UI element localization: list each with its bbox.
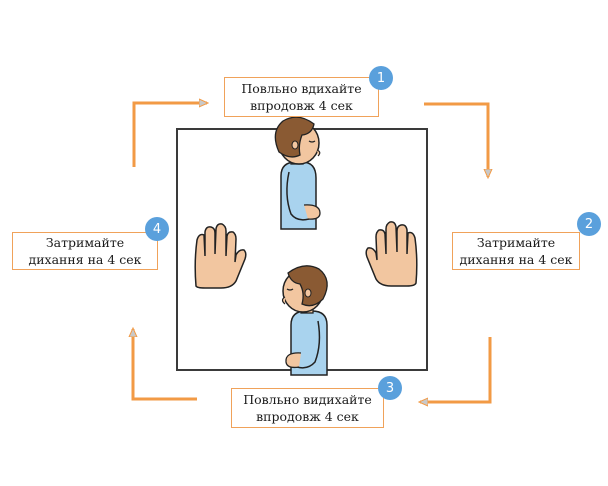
step-3-line1: Повльно видихайте [243,392,372,407]
child-exhaling-icon [281,265,328,376]
step-2-line2: дихання на 4 сек [459,252,573,267]
step-1-line2: впродовж 4 сек [250,98,353,113]
step-1-label: Повльно вдихайте впродовж 4 сек [224,77,379,117]
open-hand-icon [194,223,247,289]
child-inhaling-icon [274,116,321,230]
step-1-line1: Повльно вдихайте [241,81,362,96]
step-4-badge: 4 [145,217,169,241]
arrow-bottom-left [133,329,197,401]
arrow-top-right [424,102,488,177]
step-3-badge: 3 [378,376,402,400]
step-3-line2: впродовж 4 сек [256,409,359,424]
step-2-line1: Затримайте [476,235,556,250]
open-hand-icon [365,221,418,287]
step-3-label: Повльно видихайте впродовж 4 сек [231,388,384,428]
step-1-badge: 1 [369,66,393,90]
step-4-label: Затримайте дихання на 4 сек [12,232,158,270]
arrow-top-left [132,103,207,167]
orange-arrow-icon [133,103,490,402]
arrow-bottom-right [420,337,492,402]
step-4-line1: Затримайте [45,235,125,250]
step-2-badge: 2 [577,212,601,236]
step-4-line2: дихання на 4 сек [28,252,142,267]
step-2-label: Затримайте дихання на 4 сек [452,232,580,270]
